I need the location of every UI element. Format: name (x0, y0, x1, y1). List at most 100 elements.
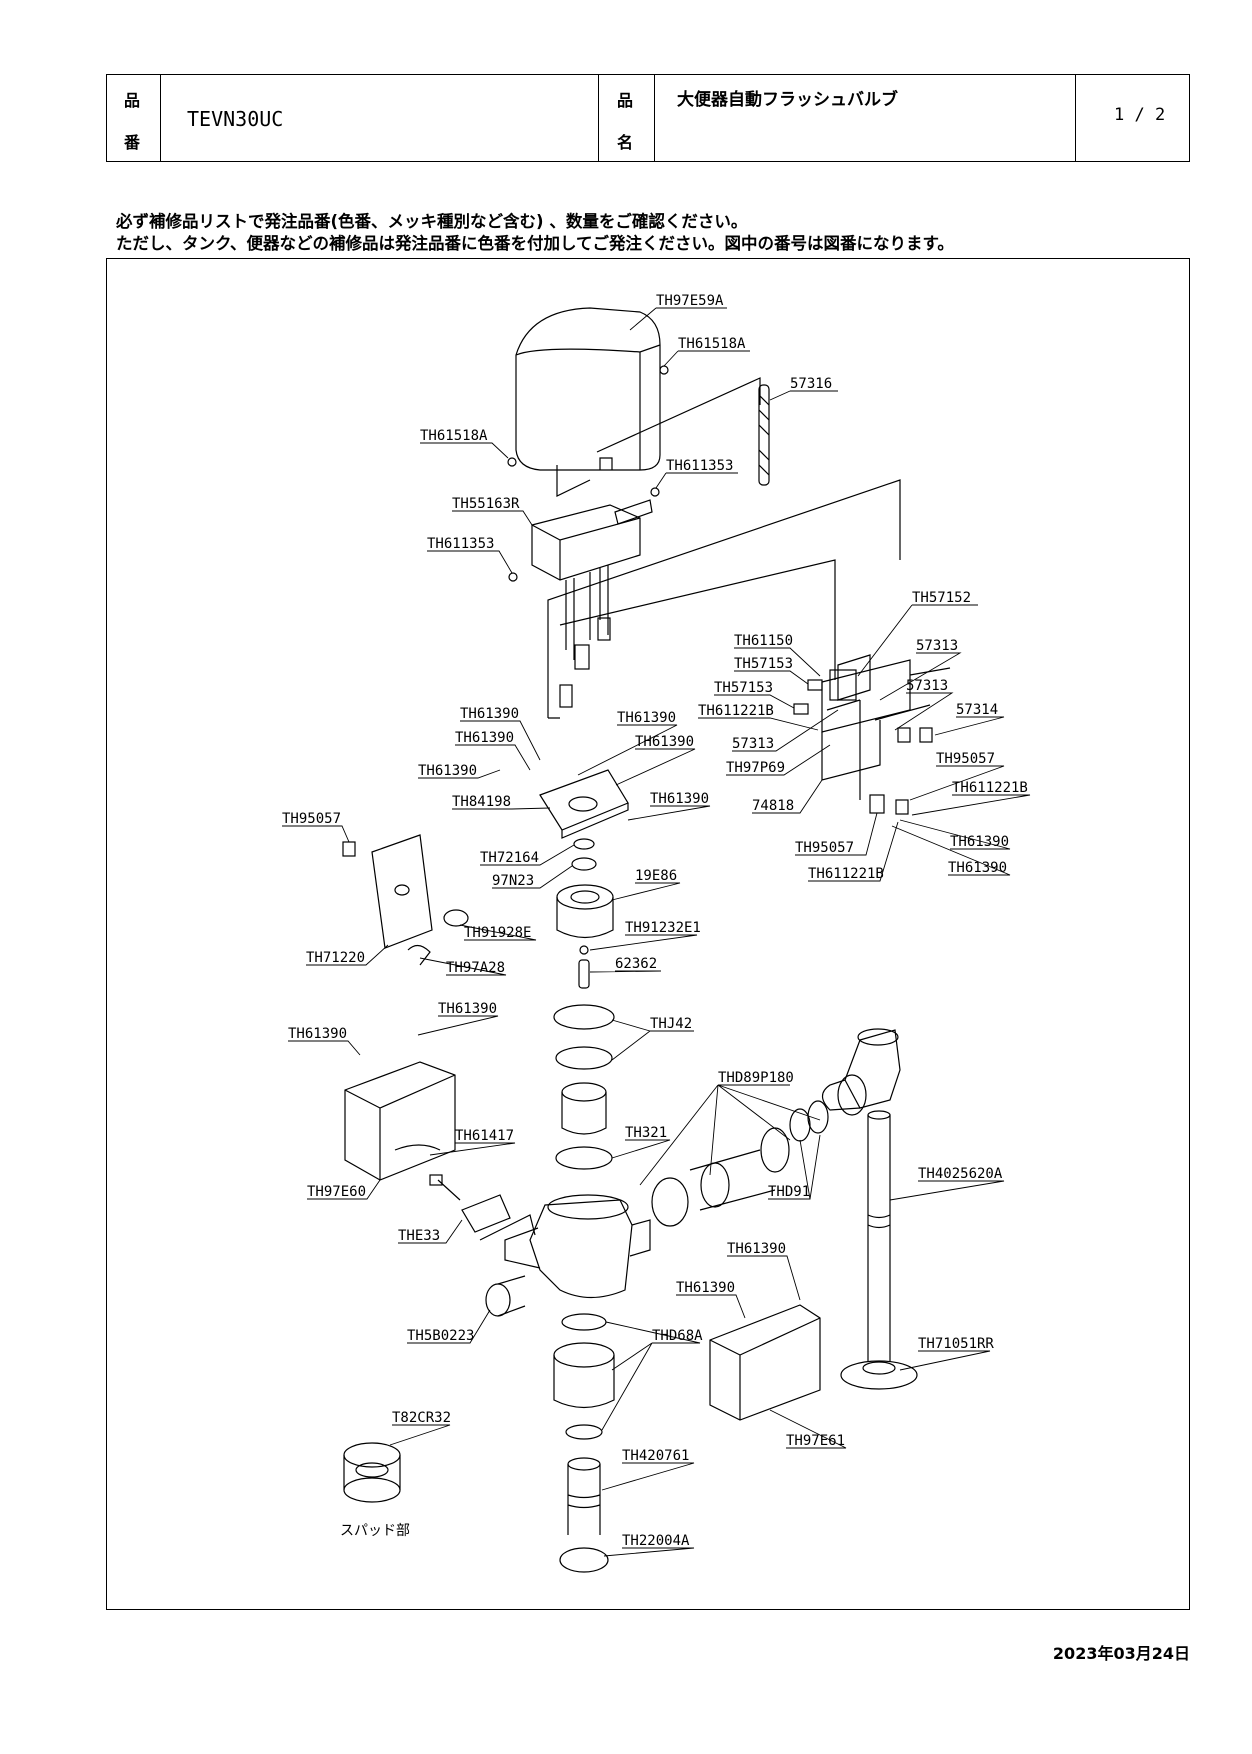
label-thd89p180: THD89P180 (718, 1070, 794, 1086)
label-th321: TH321 (625, 1125, 667, 1141)
part-name: 大便器自動フラッシュバルブ (677, 90, 898, 110)
controller-box (531, 499, 653, 708)
page-cell: 1 / 2 (1076, 75, 1189, 161)
diagram-frame (106, 258, 1190, 1610)
screw-icon (659, 365, 669, 375)
label-th95057-bottom: TH95057 (795, 840, 854, 856)
label-thj42: THJ42 (650, 1016, 692, 1032)
label-th61390-e: TH61390 (418, 763, 477, 779)
label-th61518a-left: TH61518A (420, 428, 488, 444)
label-th61150: TH61150 (734, 633, 793, 649)
label-thd68a: THD68A (652, 1328, 703, 1344)
part-number-label-cell: 品 番 (107, 75, 161, 161)
label-th61390-g: TH61390 (438, 1001, 497, 1017)
label-th611221b-b: TH611221B (952, 780, 1028, 796)
label-th61518a-right: TH61518A (678, 336, 746, 352)
o-ring-thj42 (553, 1004, 615, 1030)
leader-cover-box (556, 465, 591, 497)
label-th71051rr: TH71051RR (918, 1336, 994, 1352)
cartridge (561, 1082, 607, 1135)
spud-t82cr32 (343, 1442, 401, 1503)
label-th611221b-a: TH611221B (698, 703, 774, 719)
note-line-1: 必ず補修品リストで発注品番(色番、メッキ種別など含む) 、数量をご確認ください。 (116, 212, 748, 231)
screw-icon (507, 457, 517, 467)
screw-icon (508, 572, 518, 582)
pipe-th420761 (567, 1457, 601, 1535)
label-th55163r: TH55163R (452, 496, 520, 512)
label-th97e60: TH97E60 (307, 1184, 366, 1200)
washer (579, 945, 589, 955)
label-th61390-d: TH61390 (635, 734, 694, 750)
nut-th22004a (559, 1547, 609, 1573)
label-th61417: TH61417 (455, 1128, 514, 1144)
pipe-thd89p180 (651, 1100, 829, 1227)
small-plug (793, 703, 809, 715)
label-the33: THE33 (398, 1228, 440, 1244)
washer-th91928e (443, 909, 469, 927)
part-name-cell: 大便器自動フラッシュバルブ (655, 75, 1076, 161)
label-th61390-h: TH61390 (288, 1026, 347, 1042)
part-name-label-1: 品 (617, 91, 634, 110)
label-th61390-a: TH61390 (460, 706, 519, 722)
leader-lines (282, 307, 1031, 1557)
label-th611353-left: TH611353 (427, 536, 494, 552)
label-th61390-j: TH61390 (676, 1280, 735, 1296)
o-ring-thd68a (565, 1424, 603, 1440)
label-th61390-c: TH61390 (455, 730, 514, 746)
label-th61390-i: TH61390 (727, 1241, 786, 1257)
pin-62362 (578, 959, 590, 989)
label-th611221b-c: TH611221B (808, 866, 884, 882)
note-line-2: ただし、タンク、便器などの補修品は発注品番に色番を付加してご発注ください。図中の… (116, 234, 954, 253)
label-th61390-f: TH61390 (650, 791, 709, 807)
cover-part (515, 307, 661, 471)
valve-19e86 (556, 884, 614, 939)
small-plug (807, 679, 823, 691)
label-19e86: 19E86 (635, 868, 677, 884)
connector-line (479, 1214, 536, 1241)
screw-icon (650, 487, 660, 497)
label-th95057-right: TH95057 (936, 751, 995, 767)
label-57316: 57316 (790, 376, 832, 392)
label-th611353-right: TH611353 (666, 458, 733, 474)
label-th72164: TH72164 (480, 850, 539, 866)
solenoid-the33 (429, 1174, 511, 1233)
rod-57316 (758, 384, 770, 486)
part-name-label-cell: 品 名 (599, 75, 655, 161)
part-number-label-2: 番 (124, 133, 141, 152)
label-thd91: THD91 (768, 1184, 810, 1200)
part-name-label-2: 名 (617, 133, 634, 152)
o-ring-thd68a (561, 1313, 607, 1331)
issue-date: 2023年03月24日 (1052, 1644, 1190, 1663)
seal-th321 (555, 1146, 613, 1170)
label-th61390-r2: TH61390 (948, 860, 1007, 876)
label-th57152: TH57152 (912, 590, 971, 606)
leader-lines-box (596, 377, 761, 453)
o-ring-thj42 (555, 1046, 613, 1070)
fitting-th5b0223 (485, 1275, 526, 1317)
label-th84198: TH84198 (452, 794, 511, 810)
o-ring (573, 838, 595, 850)
part-number-cell: TEVN30UC (161, 75, 599, 161)
floor-flange-th71051rr (840, 1320, 918, 1390)
label-th4025620a: TH4025620A (918, 1166, 1003, 1182)
label-57314: 57314 (956, 702, 998, 718)
angle-valve (821, 1028, 901, 1116)
label-74818: 74818 (752, 798, 794, 814)
label-th5b0223: TH5B0223 (407, 1328, 474, 1344)
nut-th95057-left (342, 841, 356, 857)
label-57313-b: 57313 (906, 678, 948, 694)
label-th95057-left: TH95057 (282, 811, 341, 827)
label-spud: スパッド部 (340, 1523, 410, 1539)
label-62362: 62362 (615, 956, 657, 972)
page-number: 1 / 2 (1114, 105, 1166, 125)
label-th71220: TH71220 (306, 950, 365, 966)
label-th22004a: TH22004A (622, 1533, 690, 1549)
left-cover-th97e60 (344, 1061, 456, 1181)
label-97n23: 97N23 (492, 873, 534, 889)
label-th61390-b: TH61390 (617, 710, 676, 726)
valve-body (504, 1194, 651, 1299)
label-th97e59a: TH97E59A (656, 293, 724, 309)
right-cover-th97e61 (709, 1304, 821, 1421)
clip-th97a28 (407, 944, 431, 966)
